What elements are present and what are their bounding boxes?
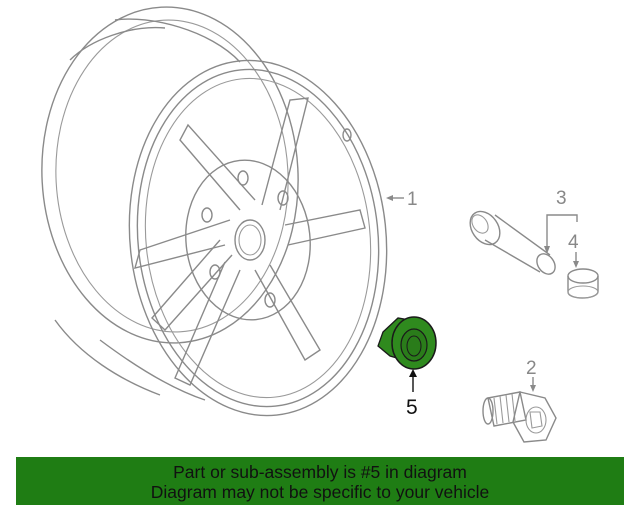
callout-label-4: 4: [568, 232, 579, 253]
parts-diagram: 1 3 4 5: [41, 6, 599, 443]
callout-5: 5: [406, 369, 418, 419]
valve-cap-drawing: [567, 268, 599, 299]
wheel-rim-drawing: [41, 6, 388, 417]
banner-line-disclaimer: Diagram may not be specific to your vehi…: [150, 482, 490, 502]
wheel-bolt-drawing: [482, 391, 557, 443]
center-cap-drawing: [377, 316, 437, 370]
callout-label-3: 3: [556, 188, 567, 209]
callout-1: 1: [386, 189, 418, 210]
callout-3: 3: [544, 188, 578, 254]
callout-label-5: 5: [406, 396, 418, 419]
banner-line-part-number: Part or sub-assembly is #5 in diagram: [173, 462, 467, 482]
info-banner: Part or sub-assembly is #5 in diagram Di…: [16, 457, 624, 505]
callout-2: 2: [526, 358, 537, 392]
valve-stem-drawing: [469, 210, 556, 275]
callout-label-2: 2: [526, 358, 537, 379]
callout-label-1: 1: [407, 189, 418, 210]
callout-4: 4: [568, 232, 579, 268]
